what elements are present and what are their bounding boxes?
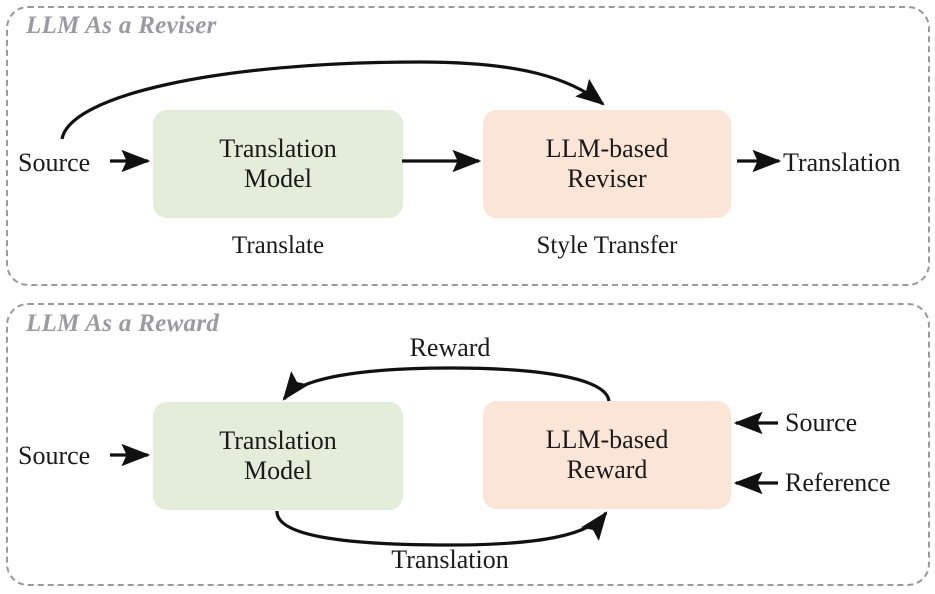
node-label-line2: Reward — [566, 455, 648, 484]
edge-label-reward: Reward — [409, 333, 491, 362]
node-label-line1: LLM-based — [545, 133, 669, 163]
caption-style-transfer: Style Transfer — [536, 232, 678, 259]
panel-title-reviser: LLM As a Reviser — [26, 12, 217, 39]
label-translation-output-reviser: Translation — [783, 148, 901, 177]
node-llm-based-reviser[interactable]: LLM-based Reviser — [483, 110, 731, 218]
label-source-input-right-reward: Source — [785, 408, 858, 437]
edge-label-translation: Translation — [391, 545, 509, 574]
node-llm-based-reward[interactable]: LLM-based Reward — [483, 401, 731, 509]
panel-title-reward: LLM As a Reward — [26, 310, 220, 337]
node-label-line2: Model — [244, 456, 312, 485]
label-source-input-reward: Source — [18, 441, 91, 470]
panel-llm-as-a-reward — [6, 303, 930, 586]
label-source-input-reviser: Source — [18, 148, 91, 177]
node-translation-model-reviser[interactable]: Translation Model — [153, 110, 403, 218]
caption-translate: Translate — [231, 232, 325, 259]
node-label-line1: Translation — [219, 133, 337, 163]
node-translation-model-reward[interactable]: Translation Model — [153, 402, 403, 510]
panel-llm-as-a-reviser — [6, 6, 930, 286]
node-label-line1: LLM-based — [545, 424, 669, 454]
node-label-line1: Translation — [219, 425, 337, 455]
label-reference-input-right-reward: Reference — [785, 468, 891, 497]
node-label-line2: Reviser — [567, 164, 647, 193]
node-label-line2: Model — [244, 164, 312, 193]
